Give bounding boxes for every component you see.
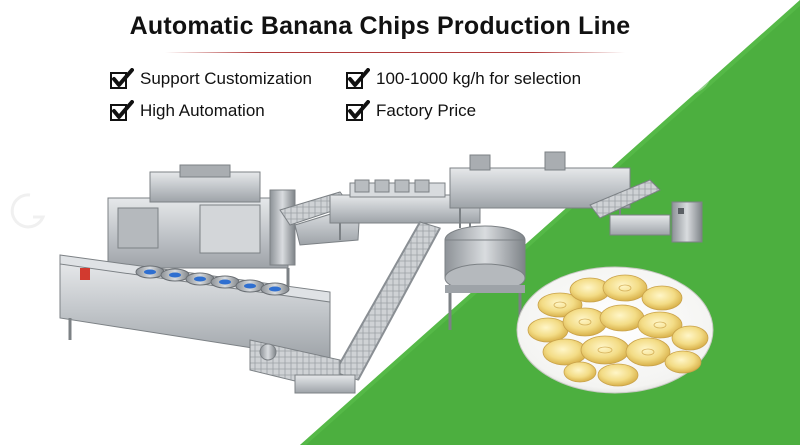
checkmark-icon	[346, 68, 370, 89]
feature-factory-price: Factory Price	[346, 100, 476, 122]
feature-high-automation: High Automation	[110, 100, 265, 122]
banner-title: Automatic Banana Chips Production Line	[129, 12, 631, 40]
checkmark-icon	[346, 100, 370, 121]
feature-label: 100-1000 kg/h for selection	[376, 69, 582, 88]
title-underline	[165, 52, 625, 53]
feature-support-customization: Support Customization	[110, 68, 312, 90]
feature-label: Support Customization	[140, 69, 312, 88]
checkmark-icon	[110, 100, 134, 121]
checkmark-icon	[110, 68, 134, 89]
feature-label: Factory Price	[376, 101, 477, 120]
feature-capacity: 100-1000 kg/h for selection	[346, 68, 581, 90]
feature-label: High Automation	[140, 101, 265, 120]
